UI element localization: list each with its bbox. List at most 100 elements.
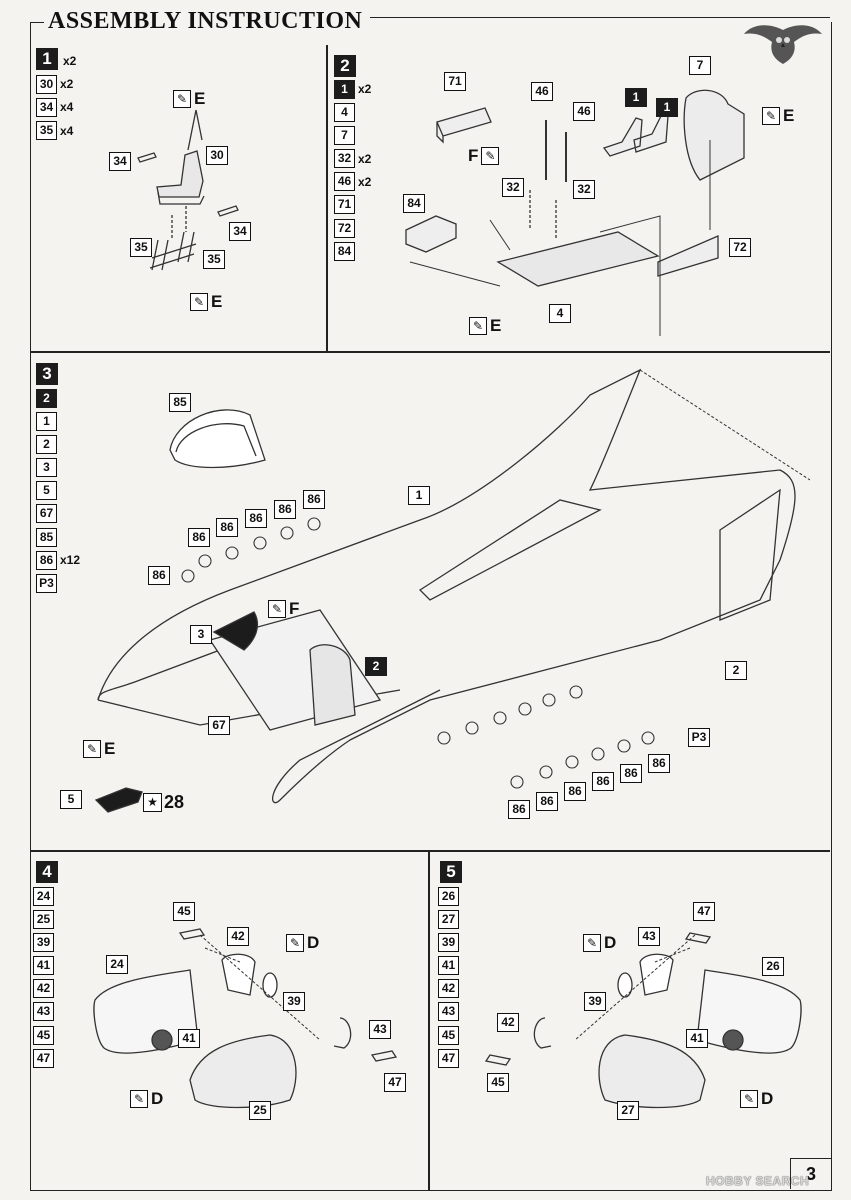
paint-callout-E: ✎E (469, 316, 501, 336)
part-row: 24 (33, 886, 54, 906)
callout-part-26: 26 (762, 957, 784, 976)
part-row: 72 (334, 218, 371, 238)
part-row: x2 (63, 54, 77, 68)
part-row: 45 (438, 1025, 459, 1045)
callout-part-72: 72 (729, 238, 751, 257)
decal-callout: ★28 (143, 792, 184, 813)
callout-part-27: 27 (617, 1101, 639, 1120)
callout-part-35: 35 (130, 238, 152, 257)
paint-callout-E: ✎E (762, 106, 794, 126)
callout-sub-assembly-2: 2 (365, 657, 387, 676)
part-row: 4 (334, 102, 371, 122)
part-row: 45 (33, 1025, 54, 1045)
callout-part-34: 34 (109, 152, 131, 171)
callout-part-86: 86 (245, 509, 267, 528)
callout-part-46: 46 (531, 82, 553, 101)
callout-part-46: 46 (573, 102, 595, 121)
paintbrush-icon: ✎ (762, 107, 780, 125)
callout-part-45: 45 (173, 902, 195, 921)
paintbrush-icon: ✎ (481, 147, 500, 165)
paintbrush-icon: ✎ (173, 90, 191, 108)
paintbrush-icon: ✎ (130, 1090, 148, 1108)
callout-part-35: 35 (203, 250, 225, 269)
page-title: ASSEMBLY INSTRUCTION (44, 8, 367, 35)
divider-row1 (30, 351, 830, 353)
callout-part-47: 47 (384, 1073, 406, 1092)
paintbrush-icon: ✎ (469, 317, 487, 335)
callout-part-86: 86 (303, 490, 325, 509)
part-row: 7 (334, 125, 371, 145)
paint-callout-D: ✎D (740, 1089, 773, 1109)
divider-1-2 (326, 45, 328, 351)
watermark: HOBBY SEARCH (706, 1174, 810, 1188)
callout-part-43: 43 (369, 1020, 391, 1039)
step-3-decal-part (94, 787, 143, 813)
callout-part-86: 86 (620, 764, 642, 783)
callout-sub-assembly-1: 1 (656, 98, 678, 117)
part-row: 5 (36, 481, 80, 501)
step-2-cockpit-drawing (405, 89, 745, 336)
callout-sub-assembly-1: 1 (625, 88, 647, 107)
callout-part-45: 45 (487, 1073, 509, 1092)
callout-part-2: 2 (725, 661, 747, 680)
callout-part-34: 34 (229, 222, 251, 241)
step-4-engine-drawing (93, 928, 398, 1109)
paintbrush-icon: ✎ (190, 293, 208, 311)
callout-part-86: 86 (188, 528, 210, 547)
step-4-parts-list: 24 25 39 41 42 43 45 47 (33, 886, 54, 1072)
callout-part-1: 1 (408, 486, 430, 505)
callout-part-86: 86 (648, 754, 670, 773)
callout-part-32: 32 (573, 180, 595, 199)
paint-callout-D: ✎D (286, 933, 319, 953)
callout-part-67: 67 (208, 716, 230, 735)
callout-part-39: 39 (283, 992, 305, 1011)
paintbrush-icon: ✎ (740, 1090, 758, 1108)
part-row: 71 (334, 195, 371, 215)
callout-part-86: 86 (508, 800, 530, 819)
step-2-number: 2 (334, 55, 356, 77)
callout-part-41: 41 (178, 1029, 200, 1048)
page-frame (30, 22, 832, 1191)
callout-part-42: 42 (497, 1013, 519, 1032)
callout-part-P3: P3 (688, 728, 710, 747)
callout-part-86: 86 (564, 782, 586, 801)
divider-row2 (30, 850, 830, 852)
paint-callout-F: F✎ (468, 146, 500, 166)
callout-part-39: 39 (584, 992, 606, 1011)
step-1-seat-drawing (137, 109, 239, 271)
top-rule (370, 17, 830, 18)
paintbrush-icon: ✎ (583, 934, 601, 952)
step-5-number: 5 (440, 861, 462, 883)
callout-part-86: 86 (536, 792, 558, 811)
part-row: 41 (438, 956, 459, 976)
callout-part-84: 84 (403, 194, 425, 213)
part-row: 47 (438, 1048, 459, 1068)
part-row: 2 (36, 434, 80, 454)
callout-part-32: 32 (502, 178, 524, 197)
paintbrush-icon: ✎ (83, 740, 101, 758)
part-row: 1 (36, 411, 80, 431)
part-row: 25 (33, 909, 54, 929)
callout-part-41: 41 (686, 1029, 708, 1048)
star-decal-icon: ★ (143, 793, 162, 812)
callout-part-47: 47 (693, 902, 715, 921)
part-row: 42 (438, 979, 459, 999)
callout-part-71: 71 (444, 72, 466, 91)
paint-callout-D: ✎D (583, 933, 616, 953)
part-row: 26 (438, 886, 459, 906)
callout-part-30: 30 (206, 146, 228, 165)
part-row: 39 (438, 932, 459, 952)
callout-part-43: 43 (638, 927, 660, 946)
part-row: 84 (334, 241, 371, 261)
page-number: 3 (790, 1158, 831, 1189)
step-5-engine-drawing (484, 932, 802, 1109)
paint-callout-E: ✎E (190, 292, 222, 312)
part-row: 43 (438, 1002, 459, 1022)
